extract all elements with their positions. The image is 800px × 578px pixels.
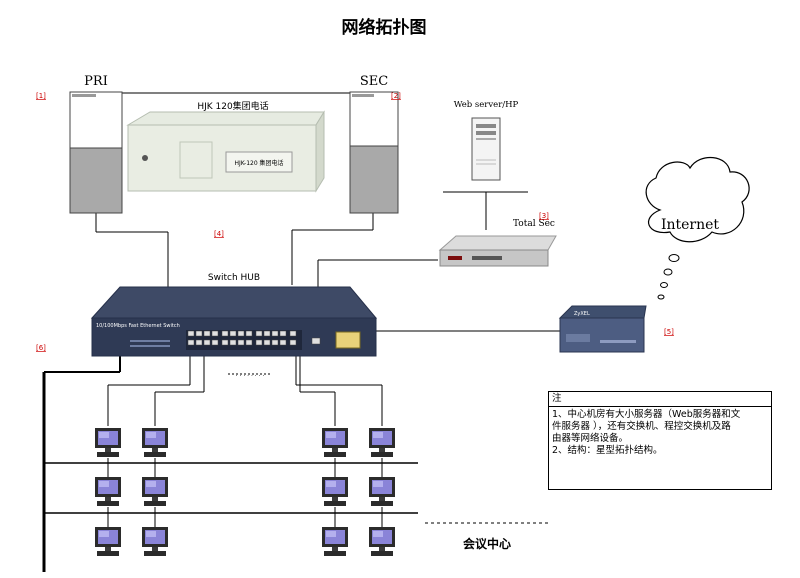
router-brand-label: ZyXEL — [574, 311, 590, 317]
note-line: 1、中心机房有大小服务器（Web服务器和文 — [552, 409, 741, 420]
connection-lines — [95, 92, 560, 426]
note-line: 件服务器 ），还有交换机、程控交换机及路 — [552, 421, 731, 432]
total-sec-device-image — [438, 235, 557, 267]
web-server-image — [471, 117, 501, 181]
pc-icon — [95, 477, 121, 506]
pc-icon — [369, 428, 395, 457]
ellipsis-dots: · · · · · · · · — [236, 373, 265, 380]
pc-icon — [142, 527, 168, 556]
ref-marker[interactable]: [6] — [36, 344, 46, 352]
pc-icon — [322, 477, 348, 506]
switch-hub-label: Switch HUB — [208, 273, 260, 283]
note-box: 注 1、中心机房有大小服务器（Web服务器和文 件服务器 ），还有交换机、程控交… — [548, 391, 772, 490]
pc-icon — [322, 527, 348, 556]
pc-icon — [95, 527, 121, 556]
pc-group — [95, 428, 395, 556]
pc-icon — [369, 527, 395, 556]
hjk-label: HJK 120集团电话 — [197, 100, 268, 112]
ref-marker[interactable]: [4] — [214, 230, 224, 238]
switch-hub-image — [90, 286, 378, 357]
pc-icon — [95, 428, 121, 457]
internet-label: Internet — [661, 217, 719, 233]
note-title: 注 — [549, 392, 771, 407]
web-server-label: Web server/HP — [454, 100, 519, 110]
pc-icon — [369, 477, 395, 506]
pc-icon — [142, 428, 168, 457]
pc-links — [107, 458, 383, 527]
backbone-lines — [42, 355, 550, 572]
router-image — [558, 305, 647, 353]
hjk-device-image — [126, 110, 325, 193]
sec-unit — [349, 91, 399, 214]
pc-icon — [142, 477, 168, 506]
pri-unit — [69, 91, 123, 214]
hjk-front-label: HJK-120 集团电话 — [234, 159, 283, 167]
note-body: 1、中心机房有大小服务器（Web服务器和文 件服务器 ），还有交换机、程控交换机… — [549, 407, 771, 459]
ref-marker[interactable]: [1] — [36, 92, 46, 100]
ref-marker[interactable]: [3] — [539, 212, 549, 220]
pri-label: PRI — [84, 74, 108, 89]
pc-icon — [322, 428, 348, 457]
internet-cloud-image — [645, 156, 750, 300]
note-line: 2、结构：星型拓扑结构。 — [552, 445, 663, 456]
note-line: 由器等网络设备。 — [552, 433, 629, 444]
ref-marker[interactable]: [5] — [664, 328, 674, 336]
total-sec-label: Total Sec — [513, 219, 555, 229]
switch-front-label: 10/100Mbps Fast Ethernet Switch — [96, 323, 180, 329]
ref-marker[interactable]: [2] — [391, 92, 401, 100]
sec-label: SEC — [360, 74, 388, 89]
meeting-center-label: 会议中心 — [463, 536, 511, 551]
page-title: 网络拓扑图 — [342, 17, 427, 38]
